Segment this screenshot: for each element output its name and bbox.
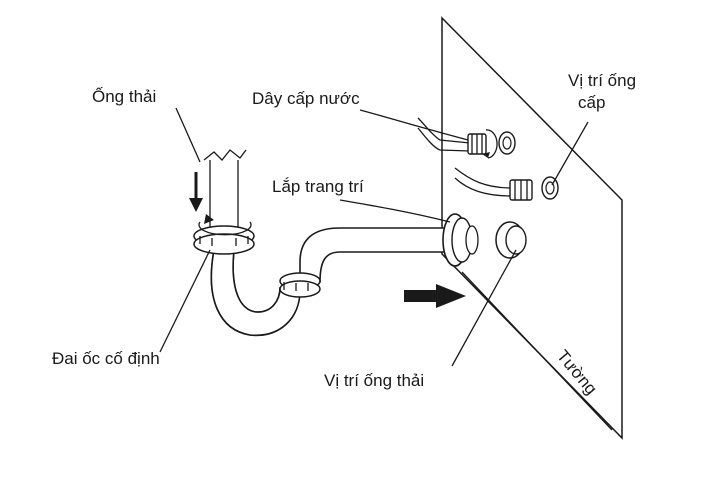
leader-lines: [159, 107, 589, 367]
p-trap: [193, 149, 527, 337]
label-water-supply-hose: Dây cấp nước: [252, 89, 360, 108]
label-supply-pipe-position-2: cấp: [578, 93, 605, 112]
floor-line: [461, 271, 613, 431]
rotate-arrow-icon: [198, 214, 252, 236]
label-fixing-nut: Đai ốc cố định: [52, 349, 160, 368]
down-arrow-icon: [189, 172, 203, 212]
wall-plane: [441, 16, 623, 440]
water-supply-hose-upper: [417, 117, 516, 159]
label-drain-pipe: Ống thải: [92, 86, 156, 106]
label-decorative-cover: Lắp trang trí: [272, 177, 364, 196]
label-supply-pipe-position-1: Vị trí ống: [568, 71, 636, 90]
right-arrow-icon: [404, 284, 466, 308]
label-drain-pipe-position: Vị trí ống thải: [324, 371, 424, 390]
water-supply-hose-lower: [454, 167, 559, 201]
